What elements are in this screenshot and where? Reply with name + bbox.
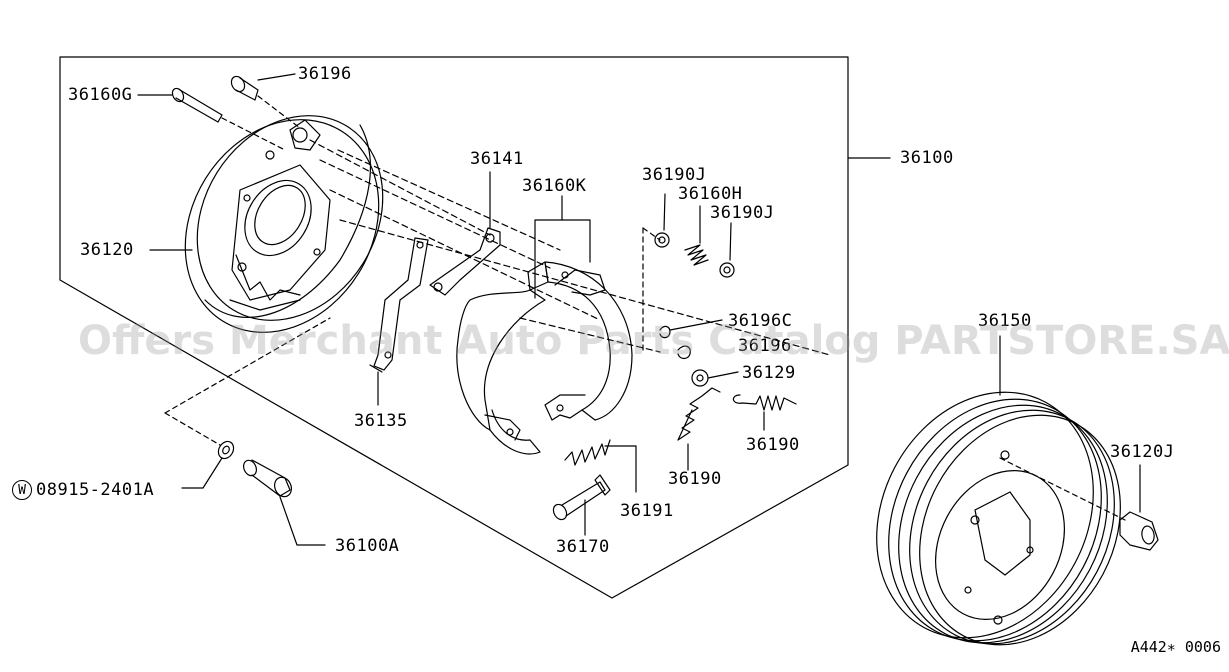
callout-36196: 36196: [298, 64, 352, 84]
callout-36196C: 36196C: [728, 311, 793, 331]
callout-36100A: 36100A: [335, 536, 400, 556]
callout-36196-clip: 36196: [738, 336, 792, 356]
callout-36160G: 36160G: [68, 85, 133, 105]
callout-36120: 36120: [80, 240, 134, 260]
callout-36141: 36141: [470, 149, 524, 169]
spring-36191: [564, 439, 637, 493]
clip-36196: [677, 345, 691, 360]
spring-36190-lower: [677, 387, 721, 471]
dashed-guide-washer: [164, 412, 221, 446]
callout-36190-right: 36190: [746, 435, 800, 455]
diagram-code: A442∗ 0006: [1130, 638, 1221, 656]
callout-36135: 36135: [354, 411, 408, 431]
pin-36196C: [659, 319, 723, 339]
brake-shoes-36160K: [456, 195, 633, 455]
backing-plate-36120: [184, 115, 384, 333]
bolt-36196: [230, 75, 259, 101]
strut-36141: [429, 227, 501, 296]
spring-cup-36190J-left: [654, 193, 670, 248]
washer-symbol: W: [12, 480, 32, 500]
callout-08915-2401A: 08915-2401A: [36, 480, 155, 500]
nut-36120J: [1119, 464, 1159, 551]
callout-36170: 36170: [556, 537, 610, 557]
lever-36135: [369, 237, 429, 373]
brake-drum-36150: [876, 335, 1121, 646]
callout-36190J-left: 36190J: [642, 165, 707, 185]
adjuster-36170: [552, 474, 611, 536]
callout-36100: 36100: [900, 148, 954, 168]
callout-36190-lower: 36190: [668, 469, 722, 489]
callout-36160K: 36160K: [522, 176, 587, 196]
washer-36129: [691, 369, 739, 387]
callout-36129: 36129: [742, 363, 796, 383]
spring-cup-36190J-right: [719, 222, 735, 278]
washer-08915: [181, 440, 235, 489]
bolt-36100A: [242, 459, 326, 546]
dashed-guide-lower: [164, 317, 331, 414]
callout-36120J: 36120J: [1110, 442, 1175, 462]
assembly-frame: [59, 56, 849, 599]
callout-36160H: 36160H: [678, 184, 743, 204]
bolt-36160G: [171, 87, 223, 123]
callout-36191: 36191: [620, 501, 674, 521]
spring-36160H: [684, 205, 709, 266]
callout-36190J-right: 36190J: [710, 203, 775, 223]
watermark: Offers Merchant Auto Parts Catalog PARTS…: [78, 318, 1229, 364]
callout-36150: 36150: [978, 311, 1032, 331]
spring-36190-right: [732, 394, 797, 431]
